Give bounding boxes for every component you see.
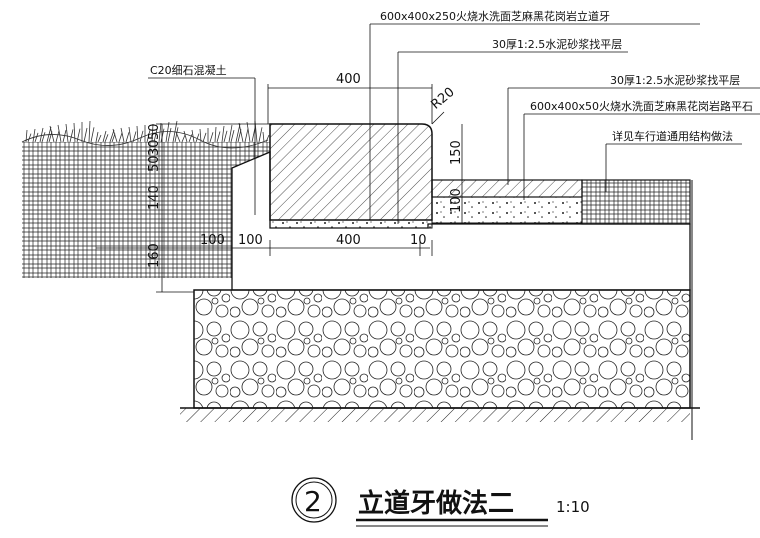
dim-right-100: 100 — [449, 188, 464, 213]
dim-left-30: 30 — [147, 139, 162, 156]
dim-left-50a: 50 — [147, 123, 162, 140]
dim-bottom-100a: 100 — [200, 233, 225, 248]
dim-bottom-10: 10 — [410, 233, 427, 248]
dim-bottom-400: 400 — [336, 233, 361, 248]
dim-right-150: 150 — [449, 140, 464, 165]
dim-left-160: 160 — [147, 243, 162, 268]
paving-stone-label: 600x400x50火烧水洗面芝麻黑花岗岩路平石 — [530, 99, 753, 113]
mortar-top-label: 30厚1:2.5水泥砂浆找平层 — [492, 37, 622, 51]
dim-bottom-100b: 100 — [238, 233, 263, 248]
road-structure-label: 详见车行道通用结构做法 — [612, 129, 733, 143]
dim-top-400: 400 — [336, 72, 361, 87]
title-number: 2 — [304, 485, 322, 518]
dim-left-140: 140 — [147, 185, 162, 210]
curb-stone-label: 600x400x250火烧水洗面芝麻黑花岗岩立道牙 — [380, 9, 610, 23]
gravel-layer — [180, 180, 700, 440]
soil-left — [21, 131, 270, 278]
dim-radius: R20 — [428, 85, 457, 113]
curb-stone — [269, 123, 433, 229]
mortar-right-label: 30厚1:2.5水泥砂浆找平层 — [610, 73, 740, 87]
paving-stone — [431, 179, 691, 225]
dimension-lines — [96, 23, 760, 293]
c20-label: C20细石混凝土 — [150, 63, 227, 77]
grass — [25, 120, 270, 143]
drawing-title: 2 立道牙做法二 1:10 — [291, 477, 590, 527]
dim-left-50b: 50 — [147, 155, 162, 172]
title-text: 立道牙做法二 — [358, 488, 514, 519]
title-scale: 1:10 — [556, 498, 590, 516]
title-number-circle — [291, 477, 337, 523]
